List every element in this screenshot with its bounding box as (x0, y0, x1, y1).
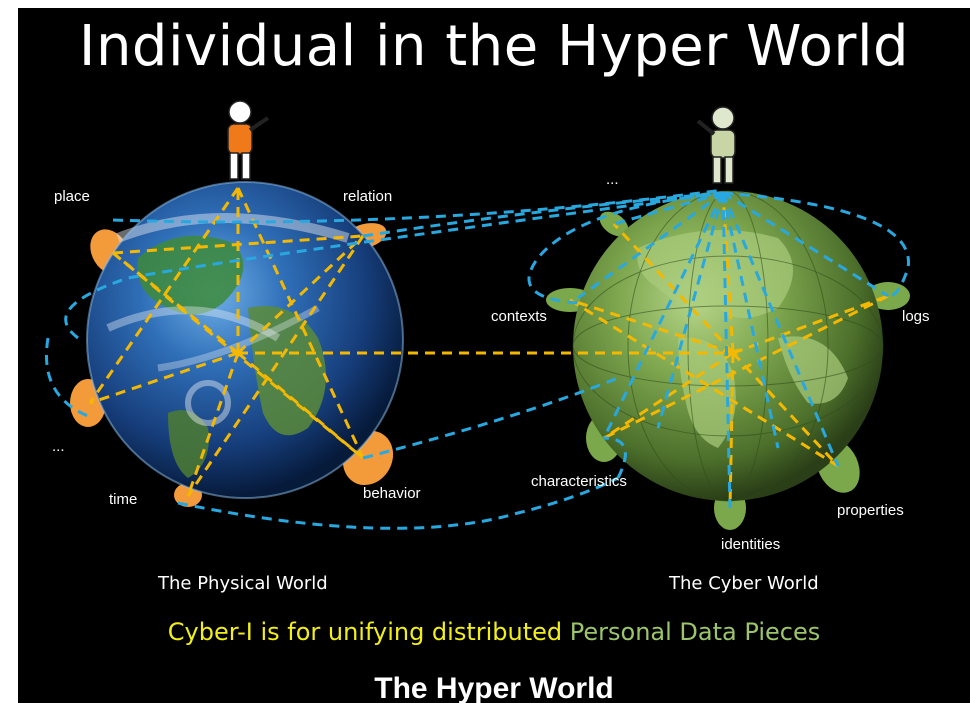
label-behavior: behavior (363, 485, 421, 502)
cyber-hub-star-icon: ✶ (725, 340, 742, 364)
person-green-icon (696, 106, 736, 184)
label-identities: identities (721, 536, 781, 553)
hyper-world-diagram: ✶ (45, 100, 910, 530)
caption-cyber-world: The Cyber World (669, 573, 819, 594)
cyber-yellow-links (569, 192, 889, 509)
blue-links (45, 188, 910, 530)
label-logs: logs (902, 308, 930, 325)
label-properties: properties (837, 502, 904, 519)
label-relation: relation (343, 188, 393, 205)
slide-title: Individual in the Hyper World (78, 14, 910, 79)
slide: Individual in the Hyper World (18, 8, 970, 703)
label-time: time (109, 491, 138, 508)
tagline-part1: Cyber-I is for unifying distributed (167, 618, 563, 646)
caption-physical-world: The Physical World (158, 573, 328, 594)
label-physical-ellipsis: ... (52, 438, 65, 455)
tagline: Cyber-I is for unifying distributed Pers… (18, 618, 970, 646)
label-place: place (54, 188, 90, 205)
physical-yellow-links (88, 187, 733, 497)
person-orange-icon (227, 100, 270, 180)
footer-title: The Hyper World (374, 672, 614, 703)
label-contexts: contexts (491, 308, 547, 325)
label-cyber-ellipsis: ... (606, 171, 619, 188)
tagline-part2: Personal Data Pieces (569, 618, 821, 646)
label-characteristics: characteristics (531, 473, 627, 490)
